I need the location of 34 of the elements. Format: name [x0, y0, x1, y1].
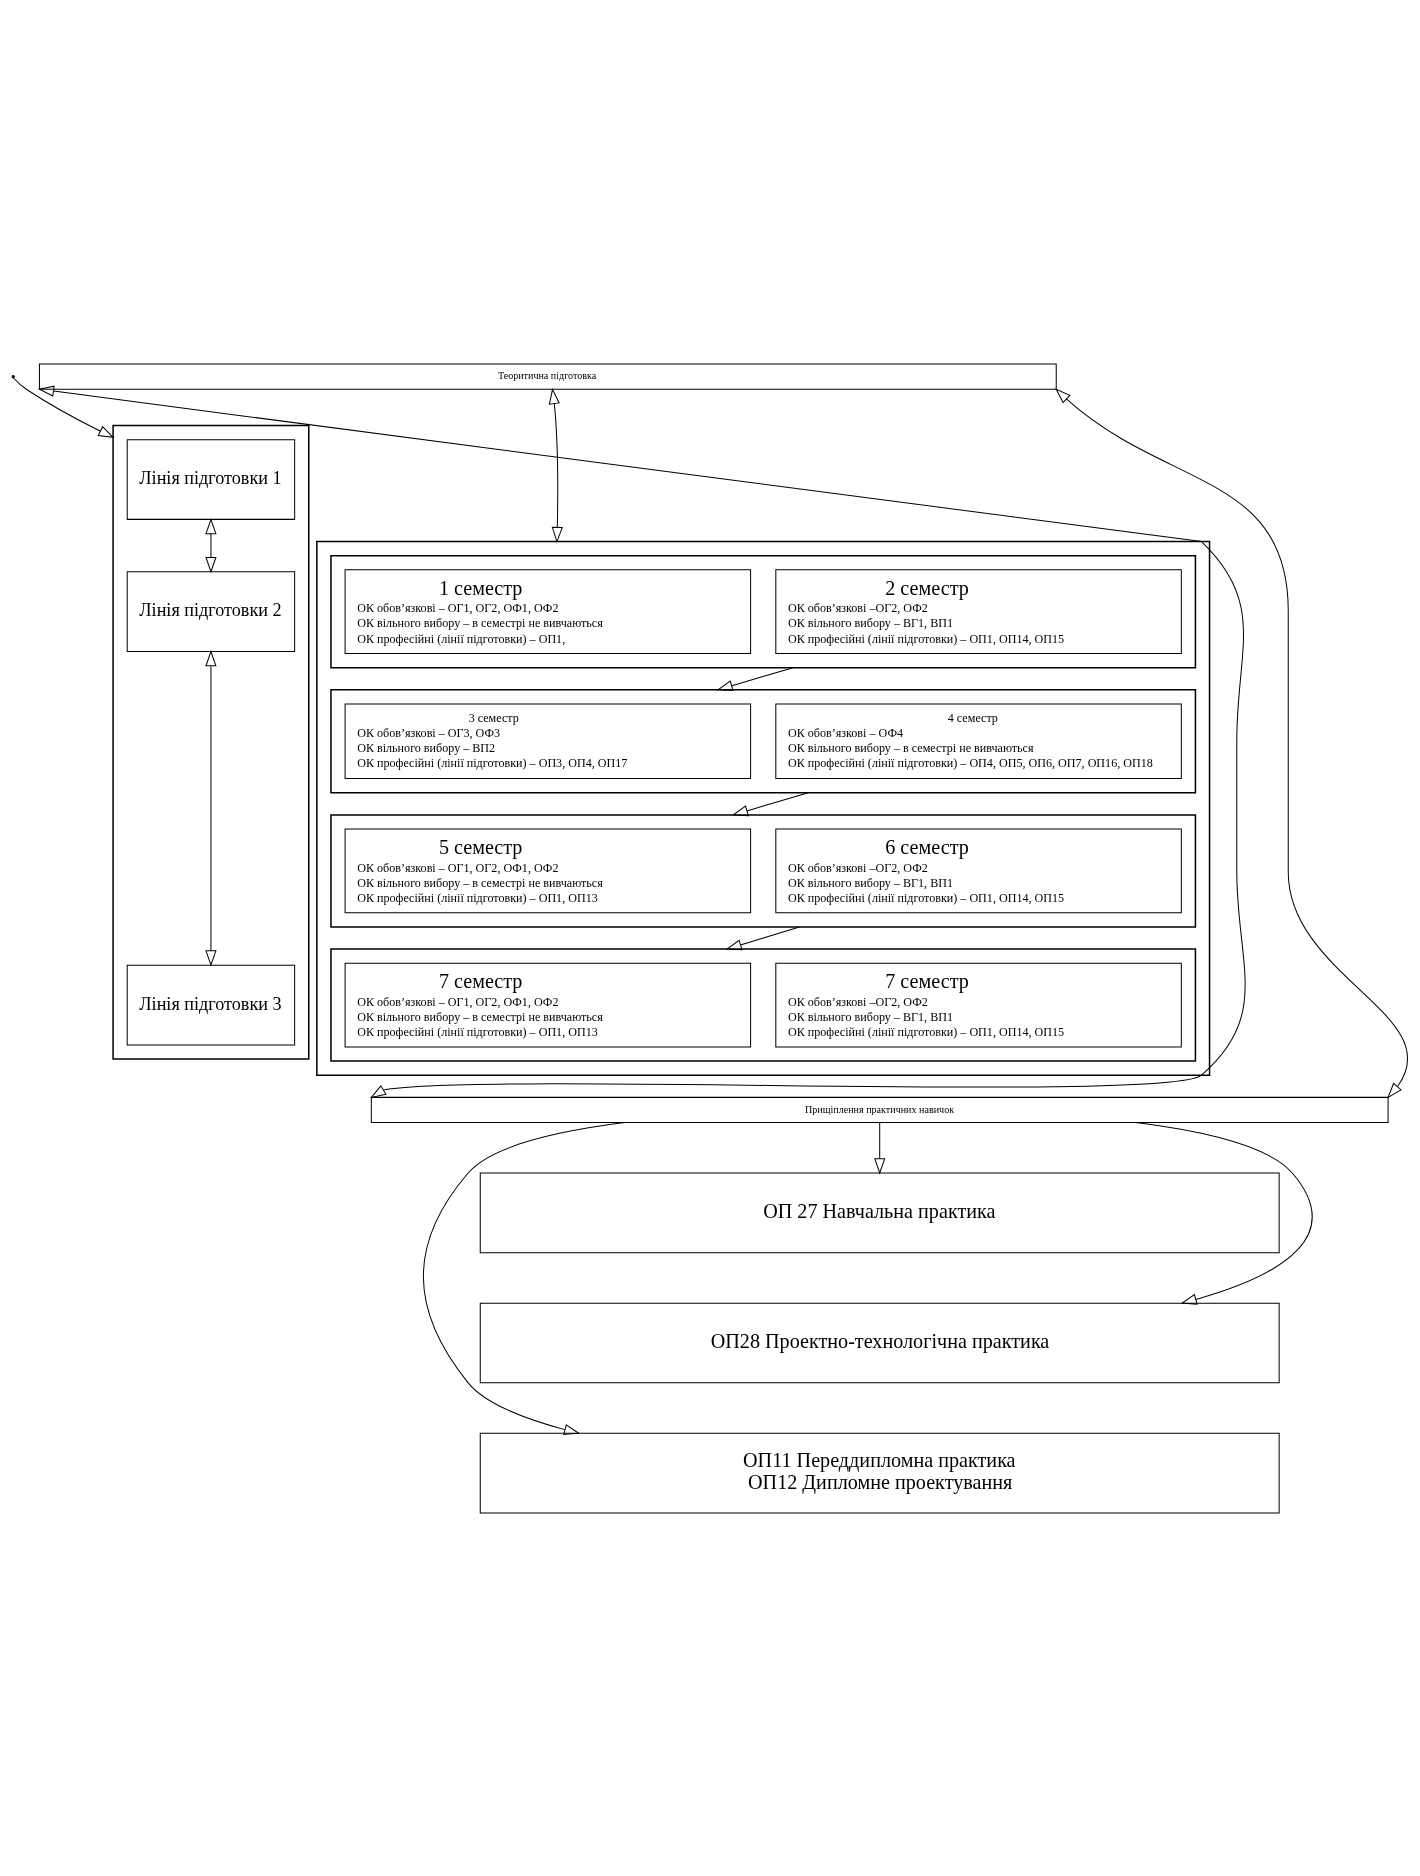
arrow: [725, 925, 800, 950]
cluster: [330, 813, 1197, 928]
node-box: ОП 27 Навчальна практика: [479, 1172, 1280, 1253]
node-box: 3 семестр ОК обов’язкові – ОГ3, ОФ3 ОК вільного вибору – ВП2 ОК професійні (лінії підготовки) – ОП3, ОП4, ОП17: [344, 702, 752, 779]
arrow: [205, 517, 217, 573]
node-box: 2 семестр ОК обов’язкові –ОГ2, ОФ2 ОК вільного вибору – ВГ1, ВП1 ОК професійні (лінії підготовки) – ОП1, ОП14, ОП15: [775, 568, 1182, 654]
node-box: Теоритична підготовка: [38, 363, 1057, 390]
arrow: [731, 791, 809, 816]
arrow: [716, 666, 794, 691]
cluster: [316, 540, 1211, 1076]
arrow: [422, 1121, 626, 1435]
node-box: ОП11 Переддипломна практика ОП12 Дипломне проектування: [479, 1432, 1280, 1513]
node-box: Лінія підготовки 3: [126, 964, 296, 1045]
arrow: [548, 387, 563, 543]
node-box: Лінія підготовки 2: [126, 570, 296, 652]
node-box: ОП28 Проектно-технологічна практика: [479, 1302, 1280, 1383]
arrow: [874, 1121, 886, 1174]
cluster: [330, 688, 1197, 793]
node-box: 7 семестр ОК обов’язкові –ОГ2, ОФ2 ОК вільного вибору – ВГ1, ВП1 ОК професійні (лінії підготовки) – ОП1, ОП14, ОП15: [775, 962, 1182, 1047]
node-box: 6 семестр ОК обов’язкові –ОГ2, ОФ2 ОК вільного вибору – ВГ1, ВП1 ОК професійні (лінії підготовки) – ОП1, ОП14, ОП15: [775, 828, 1182, 913]
arrow: [1135, 1121, 1313, 1305]
cluster: [330, 554, 1197, 668]
cluster: [112, 424, 310, 1060]
node-box: 4 семестр ОК обов’язкові – ОФ4 ОК вільного вибору – в семестрі не вивчаються ОК професійні (лінії підготовки) – ОП4, ОП5, ОП6, ОП7, ОП16, ОП18: [775, 702, 1182, 779]
node-box: 1 семестр ОК обов’язкові – ОГ1, ОГ2, ОФ1, ОФ2 ОК вільного вибору – в семестрі не вивчаються ОК професійні (лінії підготовки) – ОП1,: [344, 568, 752, 654]
node-box: 7 семестр ОК обов’язкові – ОГ1, ОГ2, ОФ1, ОФ2 ОК вільного вибору – в семестрі не вивчаються ОК професійні (лінії підготовки) – ОП1, ОП13: [344, 962, 752, 1047]
node-box: Лінія підготовки 1: [126, 438, 296, 520]
arrow: [205, 649, 217, 966]
arrow: [37, 385, 1246, 1098]
node-box: Прищіплення практичних навичок: [370, 1096, 1389, 1123]
arrow: [12, 376, 115, 438]
node-box: 5 семестр ОК обов’язкові – ОГ1, ОГ2, ОФ1, ОФ2 ОК вільного вибору – в семестрі не вивчаються ОК професійні (лінії підготовки) – ОП1, ОП13: [344, 828, 752, 913]
arrow: [1055, 387, 1408, 1099]
cluster: [330, 947, 1197, 1062]
